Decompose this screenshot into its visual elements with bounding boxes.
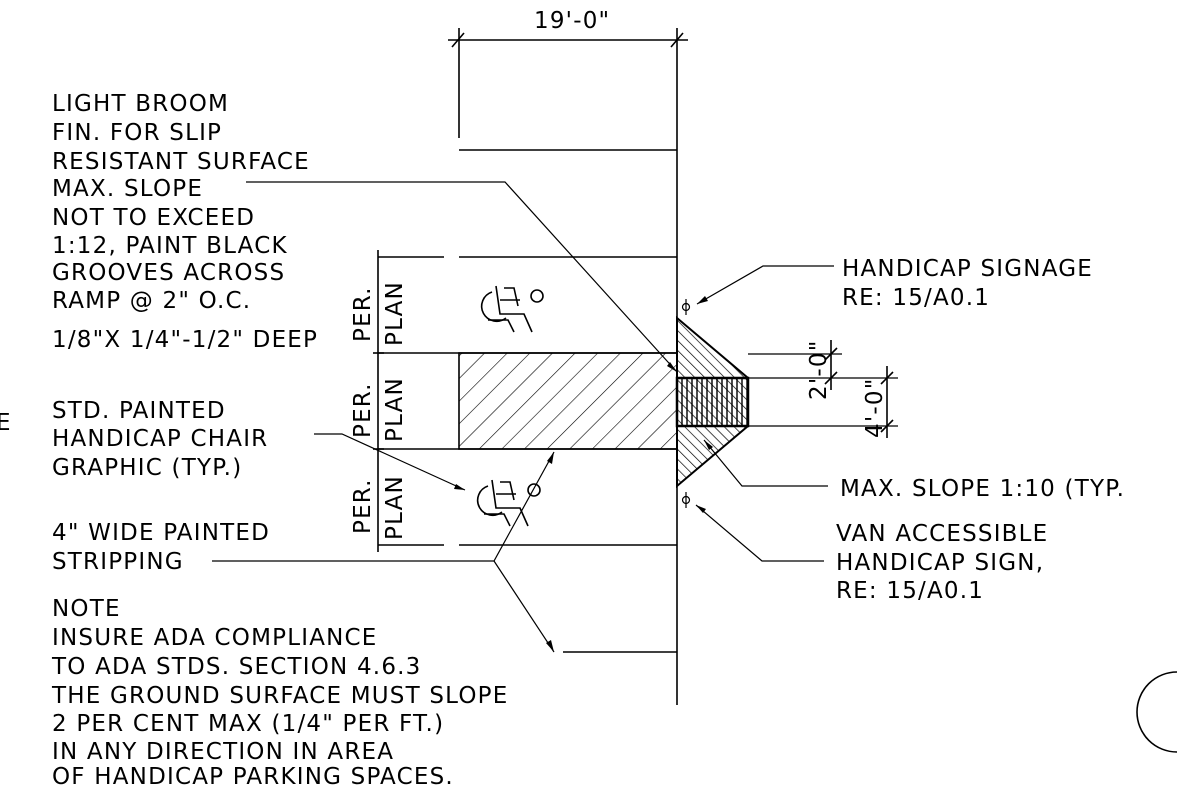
phi-symbol <box>681 299 691 315</box>
note-line: STD. PAINTED <box>52 398 226 424</box>
curb-ramp <box>675 315 750 489</box>
note-line: HANDICAP SIGNAGE <box>842 256 1093 282</box>
note-line: STRIPPING <box>52 549 184 575</box>
note-line: MAX. SLOPE <box>52 176 203 202</box>
stripping-note: 4" WIDE PAINTED STRIPPING <box>52 520 270 575</box>
note-line: TO ADA STDS. SECTION 4.6.3 <box>51 654 422 680</box>
plan-label-3: PLAN <box>382 475 408 540</box>
wheelchair-icon <box>480 285 544 333</box>
note-line: VAN ACCESSIBLE <box>836 521 1048 547</box>
max-slope-note: MAX. SLOPE 1:10 (TYP. <box>840 476 1125 502</box>
curb-dim-large: 4'-0" <box>862 378 888 438</box>
note-line: GRAPHIC (TYP.) <box>52 455 242 481</box>
detail-bubble-icon <box>1136 671 1177 753</box>
note-line: INSURE ADA COMPLIANCE <box>52 625 378 651</box>
ada-note: NOTE INSURE ADA COMPLIANCE TO ADA STDS. … <box>51 596 508 785</box>
note-line: OF HANDICAP PARKING SPACES. <box>52 764 454 785</box>
note-line: 2 PER CENT MAX (1/4" PER FT.) <box>52 711 444 737</box>
note-line: FIN. FOR SLIP <box>52 120 222 146</box>
curb-dimensions: 2'-0" 4'-0" <box>748 340 898 438</box>
space-labels: PER. PLAN PER. PLAN PER. PLAN <box>350 281 408 540</box>
note-line: 4" WIDE PAINTED <box>52 520 270 546</box>
van-sign-note: VAN ACCESSIBLE HANDICAP SIGN, RE: 15/A0.… <box>836 521 1048 604</box>
note-line: 1:12, PAINT BLACK <box>52 233 288 259</box>
note-line: LIGHT BROOM <box>52 91 229 117</box>
per-label-3: PER. <box>350 478 376 534</box>
curb-dim-small: 2'-0" <box>806 340 832 400</box>
chair-graphic-note: STD. PAINTED HANDICAP CHAIR GRAPHIC (TYP… <box>52 398 268 481</box>
note-line: RE: 15/A0.1 <box>842 285 990 311</box>
phi-symbol <box>681 492 691 508</box>
wheelchair-icon <box>476 479 541 527</box>
note-line: NOT TO EXCEED <box>52 205 255 231</box>
leader-lines <box>212 181 834 653</box>
note-line: HANDICAP CHAIR <box>52 426 268 452</box>
note-line: 1/8"X 1/4"-1/2" DEEP <box>52 327 318 353</box>
note-line: IN ANY DIRECTION IN AREA <box>52 739 394 765</box>
top-dimension-label: 19'-0" <box>534 8 610 34</box>
per-label-1: PER. <box>350 286 376 342</box>
note-line: RE: 15/A0.1 <box>836 578 984 604</box>
access-aisle-hatch <box>458 352 678 450</box>
note-line: GROOVES ACROSS <box>52 260 285 286</box>
note-line: NOTE <box>52 596 121 622</box>
plan-label-2: PLAN <box>382 377 408 442</box>
broom-finish-note: LIGHT BROOM FIN. FOR SLIP RESISTANT SURF… <box>52 91 318 353</box>
note-line: HANDICAP SIGN, <box>836 550 1044 576</box>
note-line: THE GROUND SURFACE MUST SLOPE <box>51 683 508 709</box>
per-label-2: PER. <box>350 382 376 438</box>
plan-label-1: PLAN <box>382 281 408 346</box>
note-line: RAMP @ 2" O.C. <box>52 288 251 314</box>
edge-mark: E <box>0 410 12 436</box>
note-line: RESISTANT SURFACE <box>52 149 310 175</box>
signage-note: HANDICAP SIGNAGE RE: 15/A0.1 <box>842 256 1093 311</box>
